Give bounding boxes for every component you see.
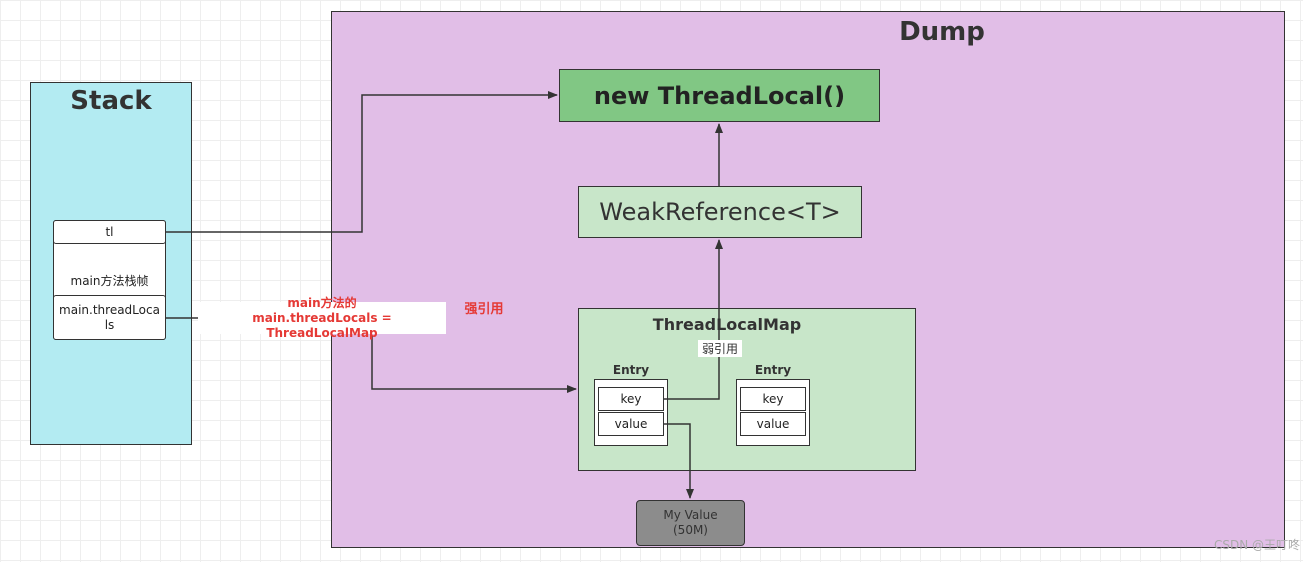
weak-reference-node[interactable]: WeakReference<T>	[578, 186, 862, 238]
edge-label-line2: main.threadLocals = ThreadLocalMap	[252, 310, 392, 340]
entry-title: Entry	[754, 363, 792, 377]
entry-key-cell[interactable]: key	[598, 387, 664, 411]
entry-value-cell[interactable]: value	[598, 412, 664, 436]
my-value-size: (50M)	[673, 523, 708, 537]
stack-title: Stack	[70, 86, 152, 116]
watermark: CSDN @王叮咚	[1213, 537, 1300, 552]
edge-threadlocals-to-map	[166, 317, 576, 389]
dump-title: Dump	[899, 17, 985, 47]
edge-tl-to-thread-local	[166, 91, 558, 233]
thread-locals-edge-label: main方法的 main.threadLocals = ThreadLocalM…	[198, 296, 446, 340]
thread-local-map-title: ThreadLocalMap	[652, 314, 802, 334]
edge-value-to-myvalue	[664, 423, 694, 499]
entry-key-cell[interactable]: key	[740, 387, 806, 411]
stack-frame-label: main方法栈帧	[70, 273, 149, 288]
entry-title: Entry	[612, 363, 650, 377]
thread-locals-cell[interactable]: main.threadLocals	[53, 295, 166, 340]
edge-label-line1: main方法的	[287, 295, 357, 310]
my-value-node[interactable]: My Value (50M)	[636, 500, 745, 546]
tl-cell[interactable]: tl	[53, 220, 166, 244]
weak-reference-label: 弱引用	[698, 340, 742, 357]
entry-value-cell[interactable]: value	[740, 412, 806, 436]
my-value-label: My Value	[663, 508, 718, 522]
edge-key-to-weakref	[664, 239, 723, 400]
thread-local-node[interactable]: new ThreadLocal()	[559, 69, 880, 122]
strong-reference-label: 强引用	[464, 301, 504, 317]
